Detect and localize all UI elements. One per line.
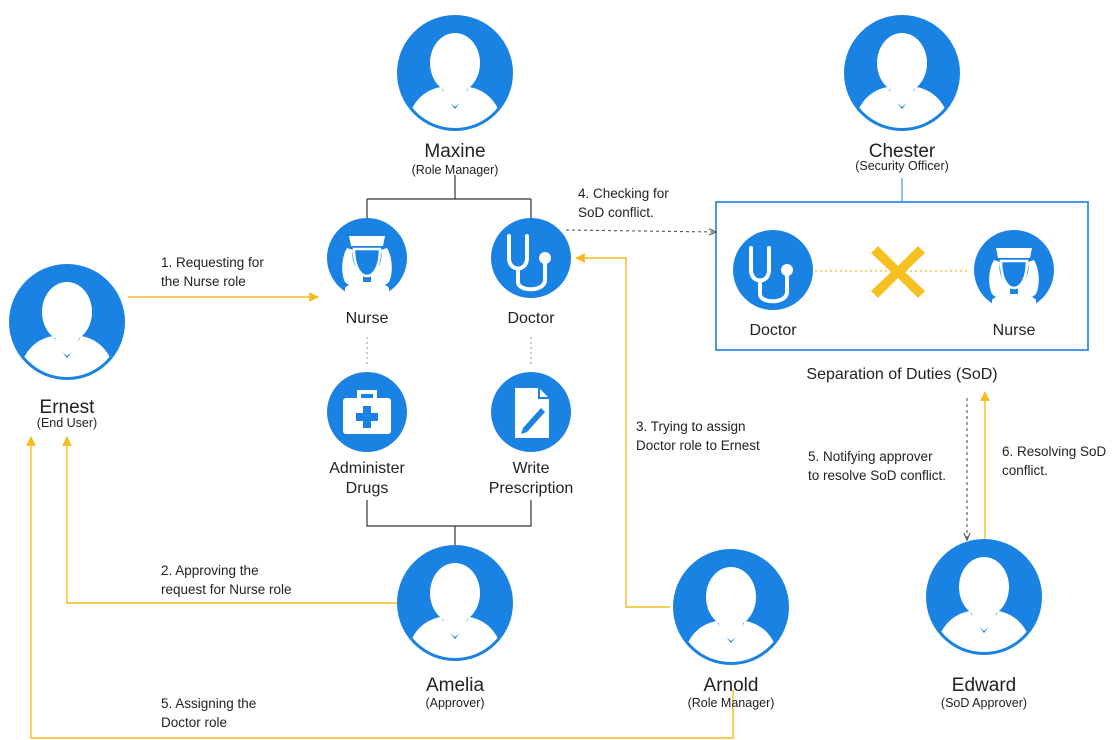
chester-name: Chester xyxy=(868,141,936,162)
step4-line2: SoD conflict. xyxy=(578,205,654,220)
step5a-line1: 5. Assigning the xyxy=(161,696,257,711)
maxine-avatar-icon xyxy=(397,15,513,133)
edward-name: Edward xyxy=(951,675,1017,696)
step6-line1: 6. Resolving SoD xyxy=(1002,444,1107,459)
step2-line2: request for Nurse role xyxy=(161,582,292,597)
ernest-role: (End User) xyxy=(36,416,98,430)
sod-stethoscope-icon xyxy=(731,228,815,312)
doctor-label: Doctor xyxy=(507,310,555,327)
nurse-label: Nurse xyxy=(345,310,389,327)
sod-nurse-icon xyxy=(972,228,1056,312)
chester-role: (Security Officer) xyxy=(855,159,949,173)
arrow-step4 xyxy=(565,230,716,232)
edward-avatar-icon xyxy=(926,539,1042,657)
prescription-icon xyxy=(490,371,572,453)
arrow-step5a xyxy=(26,436,734,739)
step4-line1: 4. Checking for xyxy=(578,186,669,201)
amelia-connector xyxy=(366,500,532,545)
chester-avatar-icon xyxy=(844,15,960,133)
maxine-connector xyxy=(366,175,532,218)
cross-icon xyxy=(871,246,925,298)
amelia-avatar-icon xyxy=(397,545,513,663)
step1-line1: 1. Requesting for xyxy=(161,255,264,270)
edward-role: (SoD Approver) xyxy=(940,696,1028,710)
arrow-step2 xyxy=(62,436,398,604)
amelia-role: (Approver) xyxy=(425,696,485,710)
arrow-step3 xyxy=(575,253,670,608)
step5b-line1: 5. Notifying approver xyxy=(808,449,933,464)
administer-drugs-label-1: Administer xyxy=(329,460,405,477)
arnold-name: Arnold xyxy=(703,675,759,696)
step3-line1: 3. Trying to assign xyxy=(636,419,746,434)
step5b-line2: to resolve SoD conflict. xyxy=(808,468,947,483)
sod-title: Separation of Duties (SoD) xyxy=(806,366,998,383)
step2-line1: 2. Approving the xyxy=(161,563,259,578)
write-prescription-label-2: Prescription xyxy=(488,480,574,497)
ernest-name: Ernest xyxy=(39,397,95,418)
arnold-avatar-icon xyxy=(673,549,789,667)
write-prescription-label-1: Write xyxy=(512,460,550,477)
nurse-icon xyxy=(325,216,409,300)
stethoscope-icon xyxy=(489,216,573,300)
step1-line2: the Nurse role xyxy=(161,274,246,289)
ernest-avatar-icon xyxy=(9,264,125,382)
step6-line2: conflict. xyxy=(1002,463,1048,478)
administer-drugs-label-2: Drugs xyxy=(345,480,389,497)
sod-nurse-label: Nurse xyxy=(992,322,1036,339)
sod-box xyxy=(715,201,1089,351)
sod-doctor-label: Doctor xyxy=(749,322,797,339)
maxine-name: Maxine xyxy=(424,141,486,162)
step5a-line2: Doctor role xyxy=(161,715,228,730)
amelia-name: Amelia xyxy=(425,675,485,696)
arnold-role: (Role Manager) xyxy=(687,696,775,710)
medical-kit-icon xyxy=(325,370,409,454)
step3-line2: Doctor role to Ernest xyxy=(636,438,760,453)
maxine-role: (Role Manager) xyxy=(411,163,499,177)
